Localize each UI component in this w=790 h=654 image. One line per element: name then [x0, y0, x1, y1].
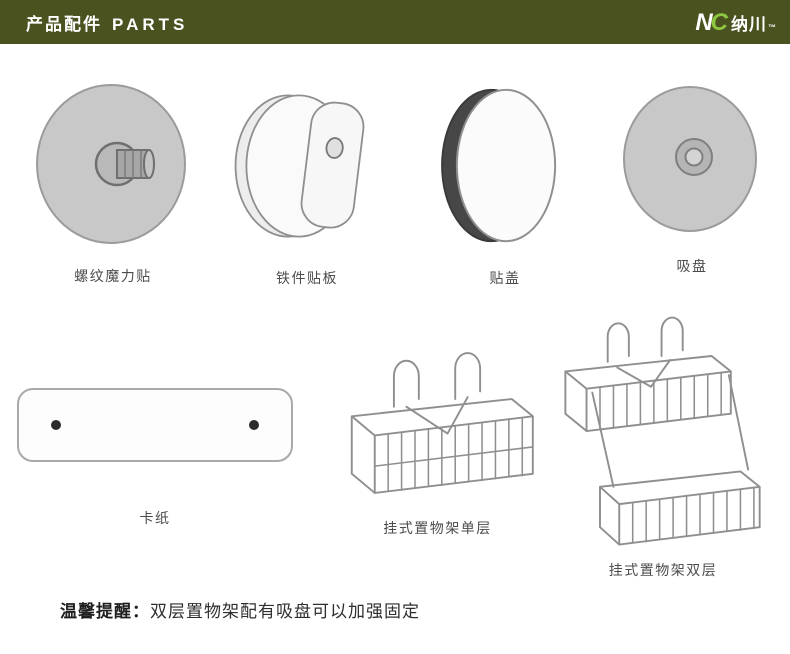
logo-letter-c: C: [710, 8, 728, 36]
part-label: 挂式置物架单层: [383, 520, 492, 536]
part-item-card-paper: 卡纸: [15, 388, 295, 528]
logo-letter-n: N: [695, 8, 713, 36]
logo-chinese: 纳川: [731, 14, 767, 34]
part-label: 卡纸: [139, 510, 171, 526]
page-title-en: PARTS: [112, 14, 189, 34]
suction-cup-illustration: [623, 86, 757, 232]
single-layer-basket-illustration: [350, 352, 534, 494]
cover-disc-illustration: [441, 88, 557, 243]
trademark-symbol: ™: [768, 22, 776, 32]
brand-logo: N C 纳川 ™: [695, 10, 776, 35]
part-item-suction-cup: 吸盘: [602, 80, 782, 276]
card-hole-right: [249, 420, 259, 430]
part-item-double-basket: 挂式置物架双层: [548, 306, 778, 580]
page-title: 产品配件 PARTS: [26, 10, 188, 35]
part-label: 贴盖: [489, 270, 521, 286]
page-title-cn: 产品配件: [26, 14, 102, 34]
card-hole-left: [51, 420, 61, 430]
note: 温馨提醒：双层置物架配有吸盘可以加强固定: [60, 597, 420, 622]
part-item-single-basket: 挂式置物架单层: [330, 332, 545, 538]
part-item-cover: 贴盖: [415, 80, 595, 288]
part-item-magic-sticker: 螺纹魔力贴: [23, 80, 203, 286]
part-label: 铁件贴板: [276, 270, 338, 286]
threaded-magic-sticker-illustration: [36, 84, 186, 244]
note-lead: 温馨提醒：: [60, 602, 150, 621]
iron-plate-illustration: [234, 94, 364, 238]
part-item-iron-plate: 铁件贴板: [217, 80, 397, 288]
part-label: 挂式置物架双层: [608, 562, 718, 578]
note-text: 双层置物架配有吸盘可以加强固定: [150, 602, 420, 621]
double-layer-basket-illustration: [564, 316, 761, 546]
card-paper-illustration: [17, 388, 293, 462]
header-bar: 产品配件 PARTS N C 纳川 ™: [0, 0, 790, 44]
part-label: 螺纹魔力贴: [74, 268, 152, 284]
part-label: 吸盘: [676, 258, 708, 274]
